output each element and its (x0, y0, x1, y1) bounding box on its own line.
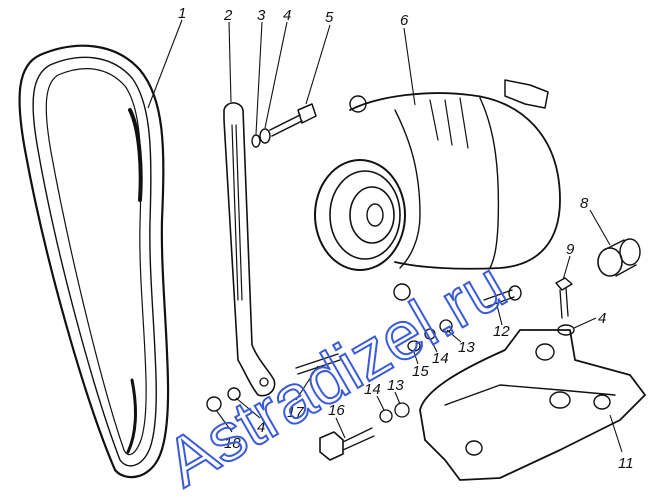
callout-13-bottom: 13 (387, 377, 404, 394)
callout-18: 18 (224, 435, 241, 452)
callout-14-bottom: 14 (364, 381, 381, 398)
hex-bolt-16 (319, 427, 375, 461)
leader-lines (147, 19, 623, 453)
callout-6: 6 (400, 12, 409, 29)
callout-8: 8 (580, 195, 589, 212)
spacer-bushing (597, 238, 641, 277)
mounting-bracket (419, 329, 646, 481)
callout-3: 3 (257, 7, 266, 24)
callout-15: 15 (412, 363, 429, 380)
drive-belt (18, 44, 170, 479)
mounting-bolt-small (555, 277, 573, 319)
callout-13-top: 13 (458, 339, 475, 356)
callout-9: 9 (566, 241, 575, 258)
stud-17 (295, 353, 341, 375)
nut-washer-group-bottom (379, 402, 410, 423)
nut-washer-group-top (407, 319, 453, 352)
callout-4-left: 4 (257, 419, 265, 436)
callout-5: 5 (325, 9, 334, 26)
tension-bar (223, 102, 276, 397)
callout-16: 16 (328, 402, 345, 419)
stud-bolt-12 (483, 285, 522, 308)
callout-14-top: 14 (432, 350, 449, 367)
adjusting-bolt (269, 103, 317, 137)
top-washer-set (251, 128, 271, 148)
callout-4-top: 4 (283, 7, 291, 24)
callout-12: 12 (493, 323, 510, 340)
callout-1: 1 (178, 5, 186, 22)
nut-washer-18 (206, 387, 241, 412)
watermark-text: Astradizel.ru (153, 247, 518, 500)
callout-4-right: 4 (598, 310, 606, 327)
callout-11: 11 (618, 455, 634, 472)
callout-17: 17 (287, 404, 304, 421)
callout-2: 2 (223, 7, 233, 24)
callout-labels: 1 2 3 4 5 6 8 9 4 12 13 14 15 17 4 18 16… (178, 5, 634, 472)
generator-assembly (314, 79, 561, 301)
